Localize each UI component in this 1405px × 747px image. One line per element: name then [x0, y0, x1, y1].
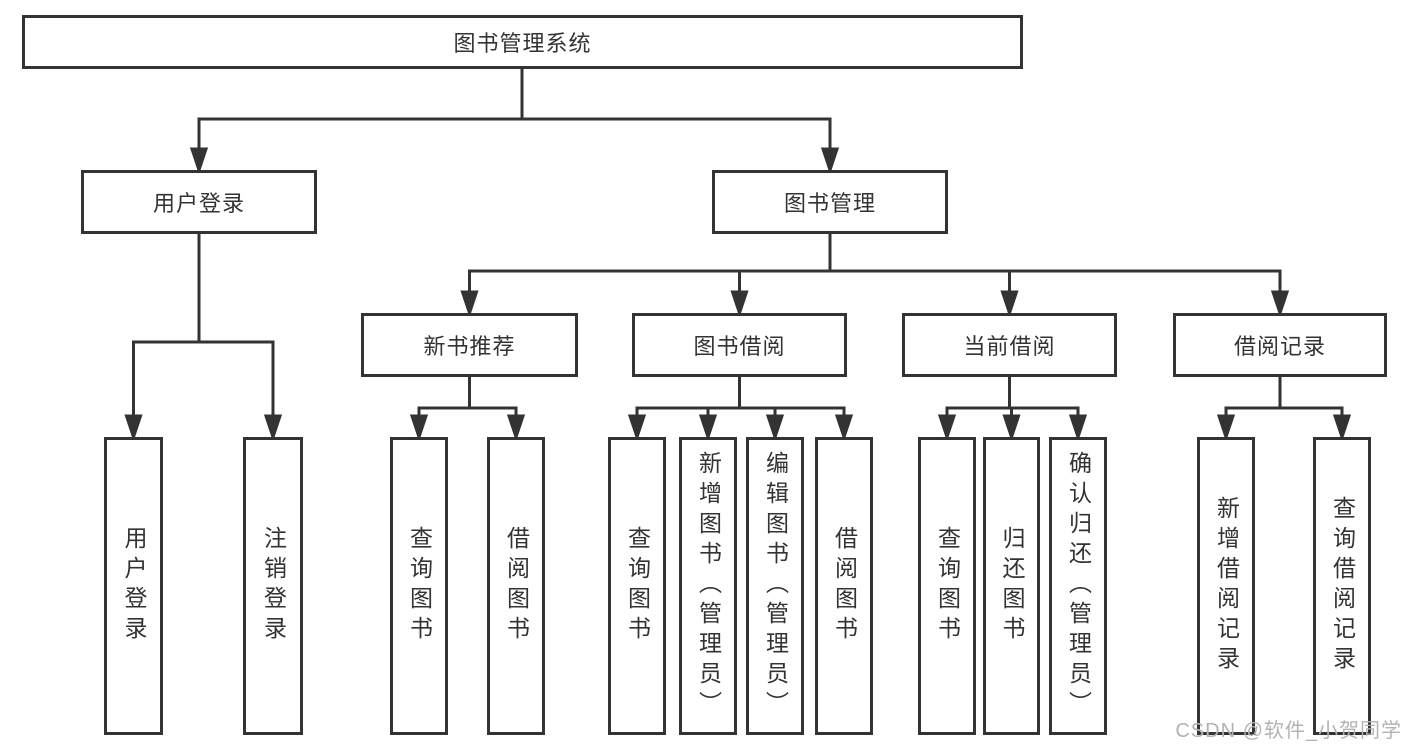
leaf-query-borrow-record: 查询借阅记录 — [1313, 437, 1371, 735]
leaf-borrow-books: 借阅图书 — [815, 437, 873, 735]
leaf-user-login: 用户登录 — [104, 437, 163, 735]
node-current-borrowing: 当前借阅 — [902, 313, 1117, 377]
edge-root-to-level2 — [189, 69, 840, 175]
leaf-return-books: 归还图书 — [983, 437, 1040, 735]
leaf-borrow-books: 借阅图书 — [487, 437, 545, 735]
node-book-borrowing: 图书借阅 — [632, 313, 847, 377]
edge-book-management-to-sections — [460, 234, 1290, 318]
leaf-add-books-admin: 新增图书（管理员） — [679, 437, 737, 735]
leaf-confirm-return-admin: 确认归还（管理员） — [1049, 437, 1107, 735]
node-user-login: 用户登录 — [81, 170, 317, 234]
node-book-management: 图书管理 — [712, 170, 948, 234]
leaf-add-borrow-record: 新增借阅记录 — [1197, 437, 1255, 735]
leaf-query-books: 查询图书 — [390, 437, 448, 735]
edge-sections-to-leaves — [409, 377, 1352, 442]
csdn-watermark: CSDN @软件_小贺同学 — [1175, 720, 1402, 742]
edge-user-login-to-leaves — [124, 234, 283, 442]
leaf-logout: 注销登录 — [243, 437, 303, 735]
leaf-query-books: 查询图书 — [918, 437, 976, 735]
leaf-query-books: 查询图书 — [608, 437, 666, 735]
node-new-book-recommendation: 新书推荐 — [361, 313, 578, 377]
node-borrowing-records: 借阅记录 — [1173, 313, 1387, 377]
node-library-management-system: 图书管理系统 — [22, 15, 1023, 69]
leaf-edit-books-admin: 编辑图书（管理员） — [746, 437, 804, 735]
